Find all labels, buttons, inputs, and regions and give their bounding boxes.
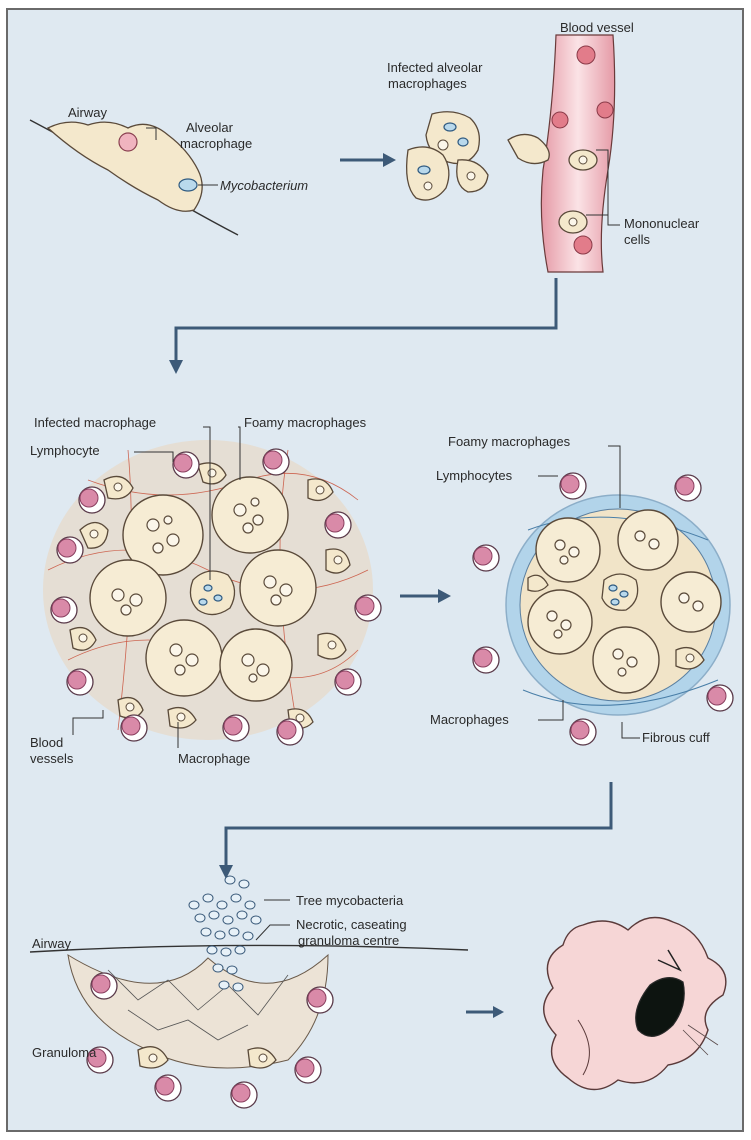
label-infected-alveolar-1: Infected alveolar xyxy=(387,60,483,75)
foamy-macrophage xyxy=(593,627,659,693)
panel-early-granuloma xyxy=(43,427,381,748)
label-macrophage: Macrophage xyxy=(178,751,250,766)
lymphocyte xyxy=(355,595,381,621)
lymphocyte xyxy=(91,973,117,999)
label-mononuclear-2: cells xyxy=(624,232,651,247)
lymphocyte xyxy=(307,987,333,1013)
migrating-cell xyxy=(508,134,549,163)
lymphocyte xyxy=(675,475,701,501)
panel-infected-alveolar xyxy=(407,112,488,200)
foamy-macrophage xyxy=(90,560,166,636)
label-alveolar-macrophage-1: Alveolar xyxy=(186,120,234,135)
lung-tissue xyxy=(544,918,726,1090)
foamy-macrophage xyxy=(528,590,592,654)
label-granuloma: Granuloma xyxy=(32,1045,97,1060)
lymphocyte xyxy=(560,473,586,499)
foamy-macrophage xyxy=(536,518,600,582)
lymphocyte xyxy=(79,487,105,513)
label-alveolar-macrophage-2: macrophage xyxy=(180,136,252,151)
panel-mature-granuloma xyxy=(473,446,733,745)
foamy-macrophage xyxy=(220,629,292,701)
lymphocyte xyxy=(121,715,147,741)
mycobacterium-icon xyxy=(179,179,197,191)
label-macrophages: Macrophages xyxy=(430,712,509,727)
lymphocyte xyxy=(473,647,499,673)
lymphocyte xyxy=(231,1082,257,1108)
label-fibrous-cuff: Fibrous cuff xyxy=(642,730,710,745)
label-blood-vessels-2: vessels xyxy=(30,751,74,766)
lymphocyte xyxy=(277,719,303,745)
panel-lung-cavity xyxy=(544,918,726,1090)
label-infected-alveolar-2: macrophages xyxy=(388,76,467,91)
lymphocyte xyxy=(707,685,733,711)
foamy-macrophage xyxy=(661,572,721,632)
lymphocyte xyxy=(173,452,199,478)
label-foamy-macrophages-left: Foamy macrophages xyxy=(244,415,367,430)
tb-granuloma-diagram: Airway Alveolar macrophage Mycobacterium… xyxy=(6,8,744,1132)
lymphocyte xyxy=(325,512,351,538)
foamy-macrophage xyxy=(618,510,678,570)
label-necrotic-2: granuloma centre xyxy=(298,933,399,948)
panel-caseating-granuloma xyxy=(30,876,468,1108)
foamy-macrophage xyxy=(240,550,316,626)
foamy-macrophage xyxy=(146,620,222,696)
lymphocyte xyxy=(473,545,499,571)
label-blood-vessels-1: Blood xyxy=(30,735,63,750)
lymphocyte xyxy=(263,449,289,475)
lymphocyte xyxy=(57,537,83,563)
label-airway-top: Airway xyxy=(68,105,108,120)
label-free-mycobacteria: Tree mycobacteria xyxy=(296,893,404,908)
lymphocyte xyxy=(67,669,93,695)
lymphocyte xyxy=(155,1075,181,1101)
label-infected-macrophage: Infected macrophage xyxy=(34,415,156,430)
arrow-to-early-granuloma xyxy=(176,278,556,360)
label-mononuclear-1: Mononuclear xyxy=(624,216,700,231)
lymphocyte xyxy=(295,1057,321,1083)
panel-blood-vessel xyxy=(508,35,620,272)
infected-macrophage xyxy=(190,571,234,615)
label-foamy-macrophages-right: Foamy macrophages xyxy=(448,434,571,449)
label-airway-bottom: Airway xyxy=(32,936,72,951)
diagram-canvas: Airway Alveolar macrophage Mycobacterium… xyxy=(8,10,746,1134)
arrow-to-caseating-granuloma xyxy=(226,782,611,865)
lymphocyte xyxy=(335,669,361,695)
airway-wall-bottom xyxy=(30,945,468,952)
arrowhead xyxy=(383,153,396,167)
foamy-macrophage xyxy=(212,477,288,553)
label-lymphocytes: Lymphocytes xyxy=(436,468,513,483)
label-necrotic-1: Necrotic, caseating xyxy=(296,917,407,932)
lymphocyte xyxy=(570,719,596,745)
label-lymphocyte: Lymphocyte xyxy=(30,443,100,458)
lymphocyte xyxy=(223,715,249,741)
alveolar-macrophage-nucleus xyxy=(119,133,137,151)
infected-macrophage-centre xyxy=(602,574,638,610)
label-blood-vessel: Blood vessel xyxy=(560,20,634,35)
lymphocyte xyxy=(51,597,77,623)
label-mycobacterium: Mycobacterium xyxy=(220,178,308,193)
